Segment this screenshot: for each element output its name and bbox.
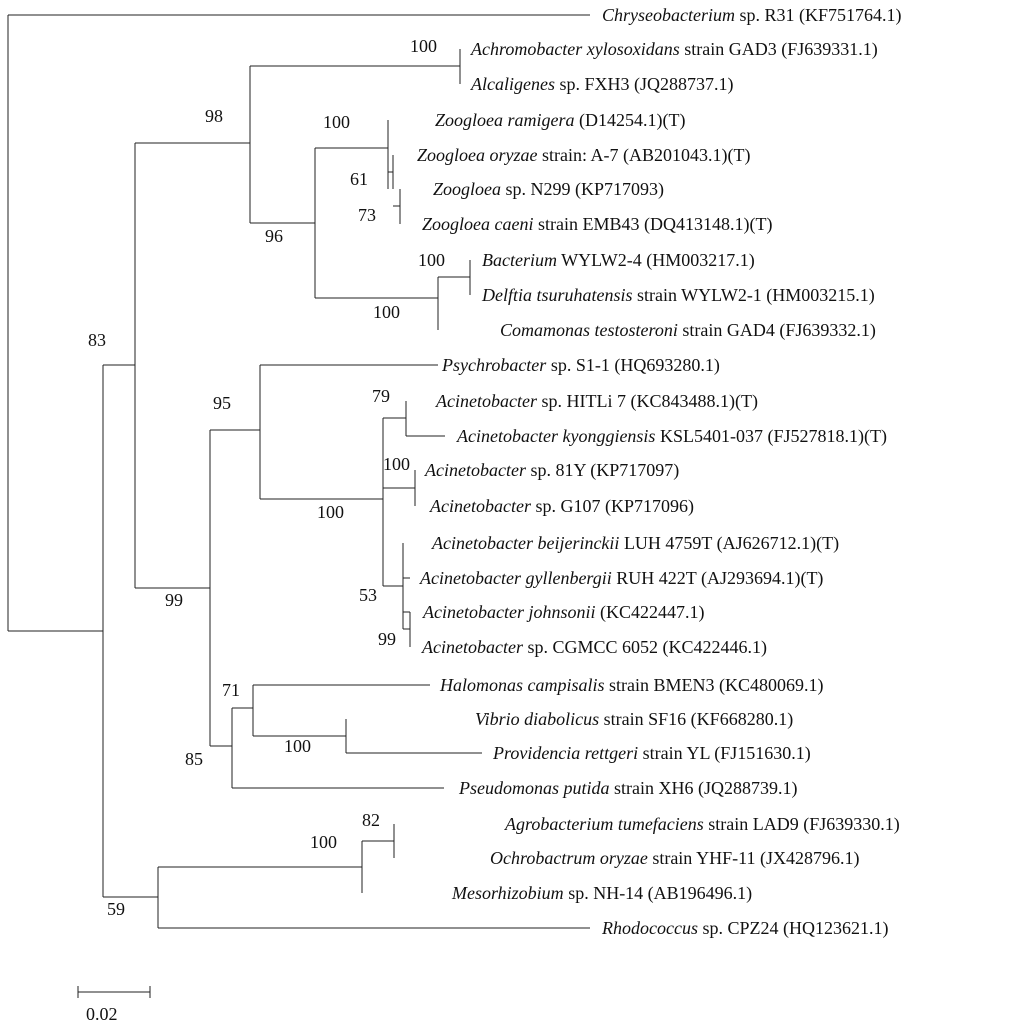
- taxon-label: Comamonas testosteroni strain GAD4 (FJ63…: [500, 320, 876, 341]
- bootstrap-value: 100: [317, 502, 344, 522]
- scale-bar: 0.02: [77, 986, 151, 1023]
- bootstrap-value: 99: [165, 590, 183, 610]
- taxon-label: Acinetobacter sp. CGMCC 6052 (KC422446.1…: [421, 637, 767, 658]
- taxon-label: Psychrobacter sp. S1-1 (HQ693280.1): [441, 355, 720, 376]
- bootstrap-value: 61: [350, 169, 368, 189]
- bootstrap-value: 98: [205, 106, 223, 126]
- taxon-label: Agrobacterium tumefaciens strain LAD9 (F…: [504, 814, 900, 835]
- bootstrap-value: 99: [378, 629, 396, 649]
- bootstrap-value: 100: [323, 112, 350, 132]
- bootstrap-value: 71: [222, 680, 240, 700]
- taxon-label: Zoogloea caeni strain EMB43 (DQ413148.1)…: [422, 214, 772, 235]
- taxon-label: Zoogloea ramigera (D14254.1)(T): [435, 110, 685, 131]
- taxon-label: Acinetobacter gyllenbergii RUH 422T (AJ2…: [419, 568, 823, 589]
- bootstrap-value: 59: [107, 899, 125, 919]
- bootstrap-value: 95: [213, 393, 231, 413]
- taxon-label: Alcaligenes sp. FXH3 (JQ288737.1): [470, 74, 734, 95]
- bootstrap-value: 83: [88, 330, 106, 350]
- taxon-label: Zoogloea oryzae strain: A-7 (AB201043.1)…: [417, 145, 750, 166]
- bootstrap-value: 100: [410, 36, 437, 56]
- taxon-label: Delftia tsuruhatensis strain WYLW2-1 (HM…: [481, 285, 875, 306]
- taxon-label: Rhodococcus sp. CPZ24 (HQ123621.1): [601, 918, 888, 939]
- taxon-label: Acinetobacter sp. HITLi 7 (KC843488.1)(T…: [435, 391, 758, 412]
- scale-bar-label: 0.02: [86, 1004, 118, 1023]
- bootstrap-value: 73: [358, 205, 376, 225]
- bootstrap-value: 82: [362, 810, 380, 830]
- bootstrap-value: 96: [265, 226, 283, 246]
- taxon-label: Vibrio diabolicus strain SF16 (KF668280.…: [475, 709, 793, 730]
- bootstrap-value: 100: [418, 250, 445, 270]
- taxon-label: Halomonas campisalis strain BMEN3 (KC480…: [439, 675, 824, 696]
- taxon-label: Ochrobactrum oryzae strain YHF-11 (JX428…: [490, 848, 859, 869]
- taxon-label: Acinetobacter johnsonii (KC422447.1): [422, 602, 704, 623]
- taxon-label: Providencia rettgeri strain YL (FJ151630…: [492, 743, 811, 764]
- taxon-labels: Chryseobacterium sp. R31 (KF751764.1) Ach…: [417, 5, 902, 939]
- taxon-label: Chryseobacterium sp. R31 (KF751764.1): [602, 5, 902, 26]
- taxon-label: Bacterium WYLW2-4 (HM003217.1): [482, 250, 755, 271]
- taxon-label: Acinetobacter beijerinckii LUH 4759T (AJ…: [431, 533, 839, 554]
- taxon-label: Achromobacter xylosoxidans strain GAD3 (…: [470, 39, 878, 60]
- bootstrap-value: 100: [373, 302, 400, 322]
- taxon-label: Zoogloea sp. N299 (KP717093): [433, 179, 664, 200]
- taxon-label: Acinetobacter sp. 81Y (KP717097): [424, 460, 679, 481]
- bootstrap-value: 100: [383, 454, 410, 474]
- bootstrap-value: 100: [310, 832, 337, 852]
- taxon-label: Acinetobacter sp. G107 (KP717096): [429, 496, 694, 517]
- taxon-label: Pseudomonas putida strain XH6 (JQ288739.…: [458, 778, 797, 799]
- bootstrap-value: 100: [284, 736, 311, 756]
- bootstrap-value: 79: [372, 386, 390, 406]
- taxon-label: Mesorhizobium sp. NH-14 (AB196496.1): [451, 883, 752, 904]
- bootstrap-value: 85: [185, 749, 203, 769]
- taxon-label: Acinetobacter kyonggiensis KSL5401-037 (…: [456, 426, 887, 447]
- bootstrap-values: 100 98 100 61 73 96 100 100 83 95 79 100 100 53 99 99 71…: [88, 36, 445, 919]
- bootstrap-value: 53: [359, 585, 377, 605]
- tree-branches: [7, 14, 590, 929]
